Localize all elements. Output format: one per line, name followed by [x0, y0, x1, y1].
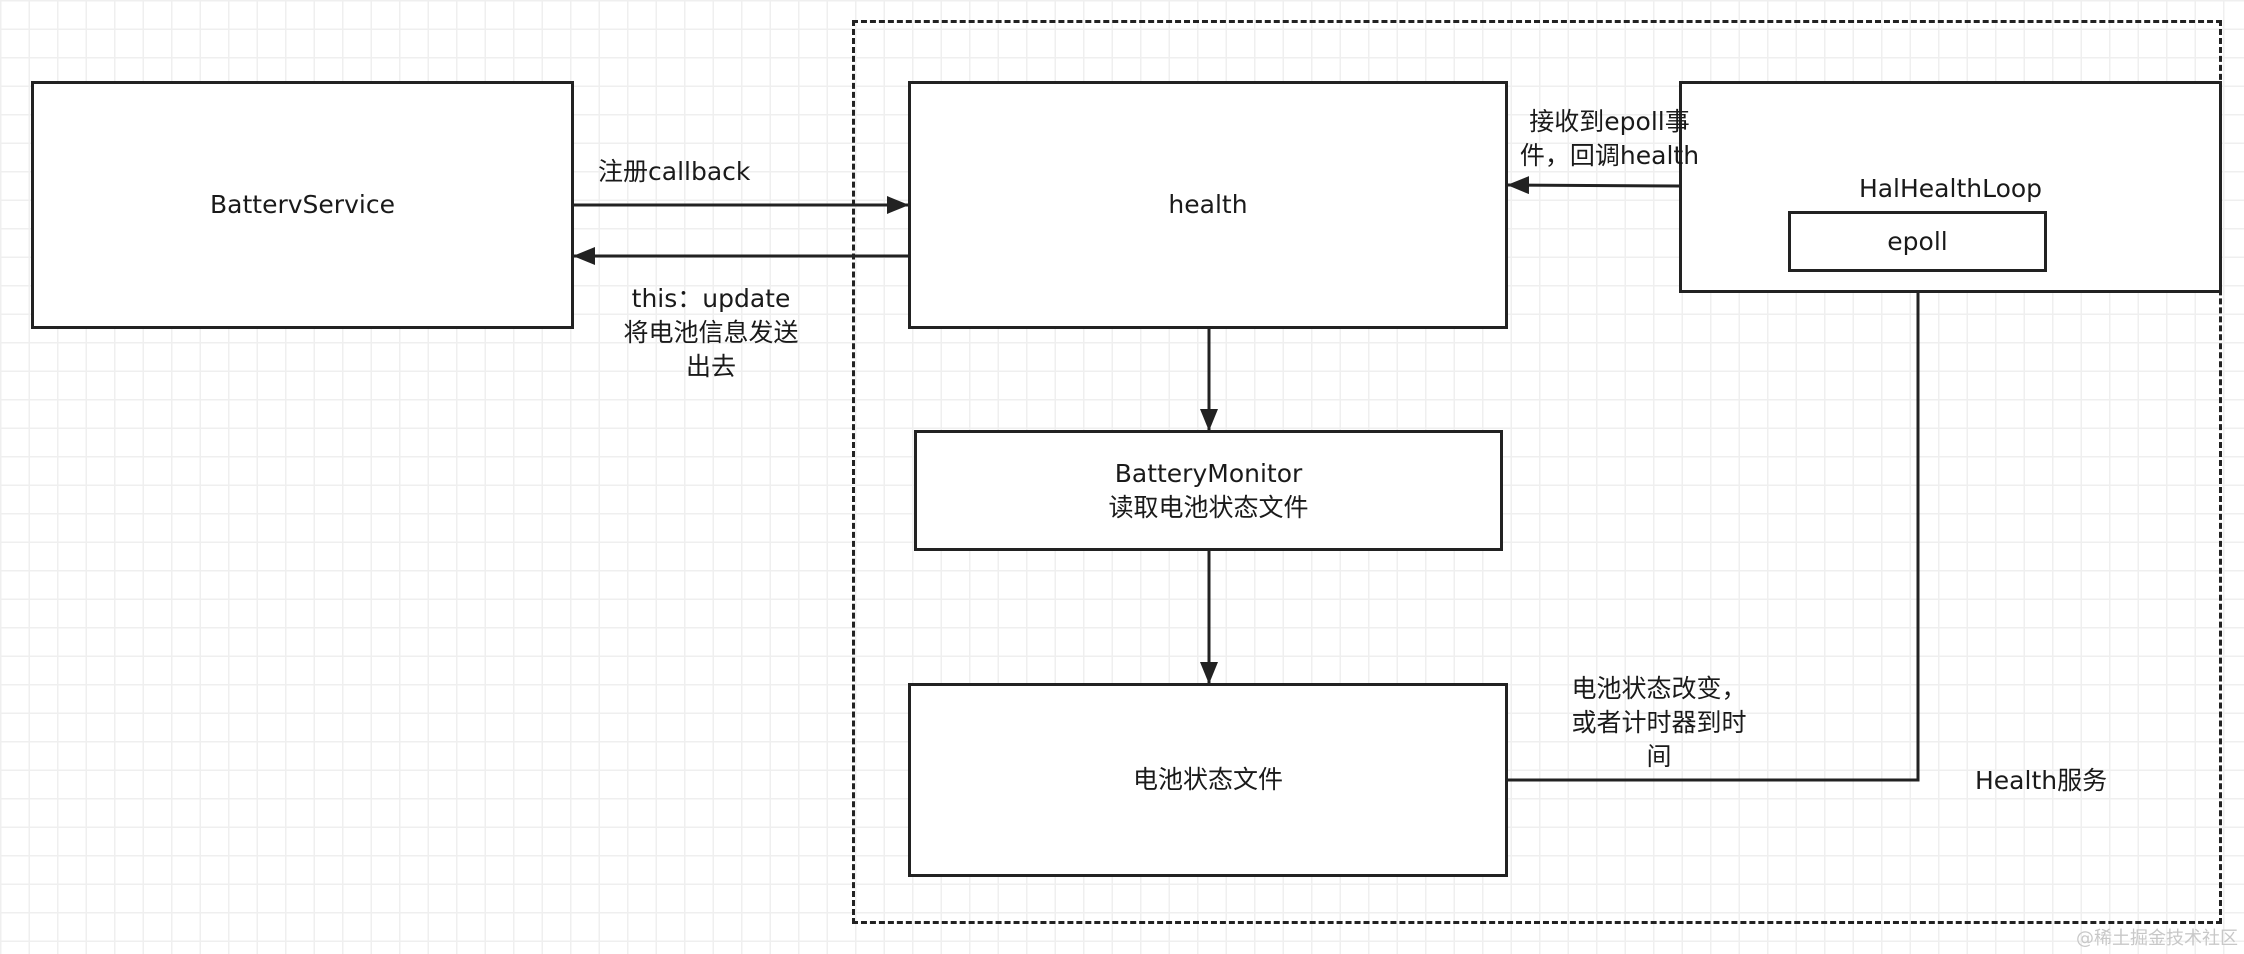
health-service-group — [852, 20, 2222, 924]
battery-monitor-label: BatteryMonitor 读取电池状态文件 — [917, 457, 1500, 525]
update-label-line-3: 出去 — [685, 352, 736, 381]
state-change-label-line-1: 电池状态改变， — [1571, 674, 1747, 703]
health-label: health — [1168, 190, 1248, 219]
epoll-event-label: 接收到epoll事 件，回调health — [1512, 105, 1707, 173]
hal-health-loop-label: HalHealthLoop — [1858, 174, 2043, 203]
arrow-epoll-to-health — [1507, 176, 1680, 195]
battery-monitor-node[interactable]: BatteryMonitor 读取电池状态文件 — [914, 430, 1503, 551]
update-label: this：update 将电池信息发送 出去 — [600, 282, 822, 384]
state-change-label-line-3: 间 — [1646, 742, 1672, 771]
update-label-line-2: 将电池信息发送 — [623, 318, 799, 347]
battery-state-file-label: 电池状态文件 — [1132, 765, 1283, 794]
watermark: @稀土掘金技术社区 — [2076, 928, 2238, 949]
state-change-label-line-2: 或者计时器到时 — [1571, 708, 1747, 737]
epoll-event-label-line-1: 接收到epoll事 — [1529, 107, 1690, 136]
health-node[interactable]: health — [908, 81, 1508, 329]
epoll-node[interactable]: epoll — [1788, 211, 2047, 272]
battery-monitor-subtitle: 读取电池状态文件 — [1108, 492, 1309, 522]
epoll-event-label-line-2: 件，回调health — [1519, 141, 1700, 170]
epoll-label: epoll — [1887, 226, 1948, 256]
battery-service-node[interactable]: BattervService — [31, 81, 574, 329]
register-callback-label: 注册callback — [598, 157, 751, 186]
arrow-file-to-epoll — [1508, 271, 1927, 782]
battery-state-file-node[interactable]: 电池状态文件 — [908, 683, 1508, 877]
battery-service-label: BattervService — [210, 190, 395, 219]
health-service-label: Health服务 — [1975, 766, 2108, 795]
state-change-label: 电池状态改变， 或者计时器到时 间 — [1560, 672, 1758, 774]
battery-monitor-title: BatteryMonitor — [1114, 458, 1303, 488]
update-label-line-1: this：update — [631, 284, 791, 313]
